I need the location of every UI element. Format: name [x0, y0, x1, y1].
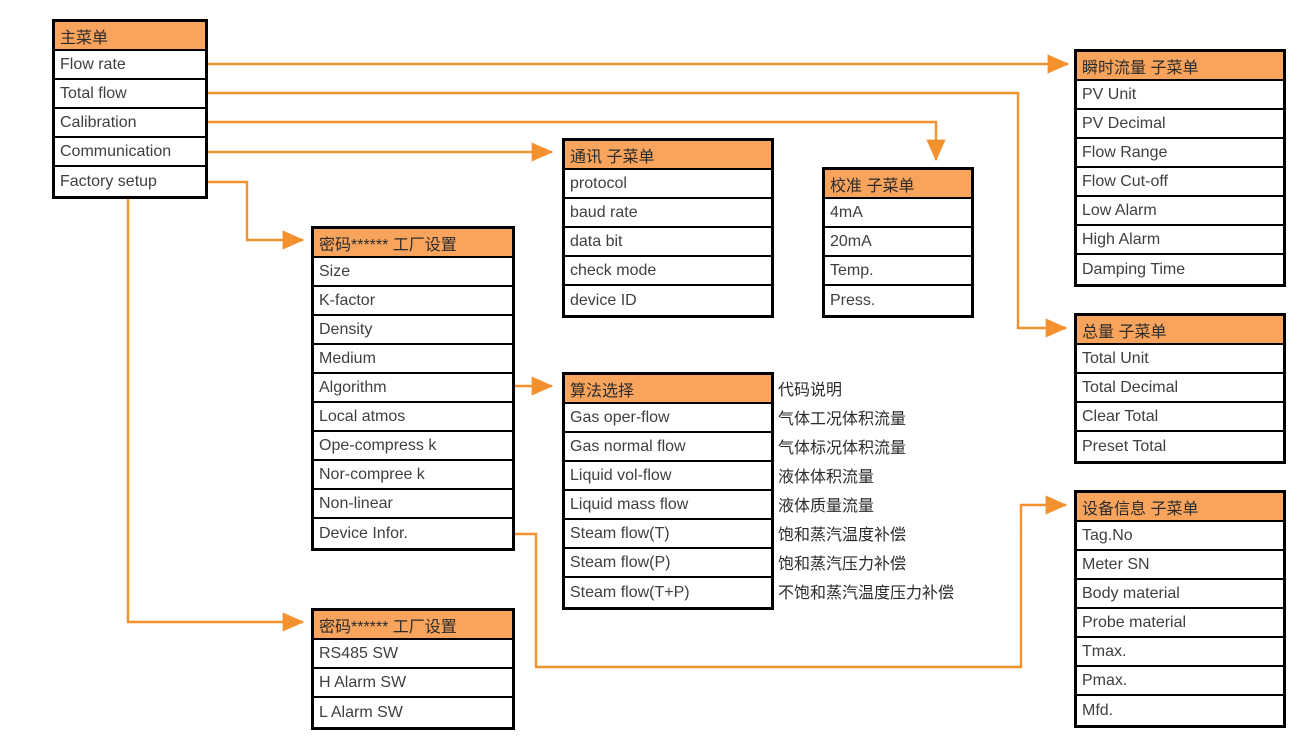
- factory-setup-1-item-local-atmos[interactable]: Local atmos: [314, 403, 512, 432]
- code-description-item-liquid-mass-flow: 液体质量流量: [778, 497, 875, 515]
- total-flow-submenu-header: 总量 子菜单: [1077, 316, 1283, 345]
- factory-setup-2-item-l-alarm-sw[interactable]: L Alarm SW: [314, 698, 512, 727]
- factory-setup-2-item-rs485-sw[interactable]: RS485 SW: [314, 640, 512, 669]
- main-menu-item-total-flow[interactable]: Total flow: [55, 80, 205, 109]
- factory-setup-1-item-non-linear[interactable]: Non-linear: [314, 490, 512, 519]
- factory-setup-2-item-h-alarm-sw[interactable]: H Alarm SW: [314, 669, 512, 698]
- box-algorithm-submenu: 算法选择 Gas oper-flow Gas normal flow Liqui…: [562, 372, 774, 610]
- box-total-flow-submenu: 总量 子菜单 Total Unit Total Decimal Clear To…: [1074, 313, 1286, 464]
- flow-rate-item-pv-unit[interactable]: PV Unit: [1077, 81, 1283, 110]
- factory-setup-1-item-size[interactable]: Size: [314, 258, 512, 287]
- box-flow-rate-submenu: 瞬时流量 子菜单 PV Unit PV Decimal Flow Range F…: [1074, 49, 1286, 287]
- flow-rate-item-high-alarm[interactable]: High Alarm: [1077, 226, 1283, 255]
- algorithm-item-liquid-vol-flow[interactable]: Liquid vol-flow: [565, 462, 771, 491]
- device-info-item-tag-no[interactable]: Tag.No: [1077, 522, 1283, 551]
- total-flow-item-preset-total[interactable]: Preset Total: [1077, 432, 1283, 461]
- calibration-submenu-header: 校准 子菜单: [825, 170, 971, 199]
- code-description-item-gas-oper-flow: 气体工况体积流量: [778, 410, 907, 428]
- algorithm-item-gas-oper-flow[interactable]: Gas oper-flow: [565, 404, 771, 433]
- main-menu-item-factory-setup[interactable]: Factory setup: [55, 167, 205, 196]
- device-info-item-body-material[interactable]: Body material: [1077, 580, 1283, 609]
- factory-setup-1-header: 密码****** 工厂设置: [314, 229, 512, 258]
- device-info-item-pmax[interactable]: Pmax.: [1077, 667, 1283, 696]
- code-description-item-steam-flow-t: 饱和蒸汽温度补偿: [778, 526, 907, 544]
- flow-rate-item-low-alarm[interactable]: Low Alarm: [1077, 197, 1283, 226]
- main-menu-item-flow-rate[interactable]: Flow rate: [55, 51, 205, 80]
- flow-rate-item-flow-range[interactable]: Flow Range: [1077, 139, 1283, 168]
- factory-setup-1-item-medium[interactable]: Medium: [314, 345, 512, 374]
- calibration-item-20ma[interactable]: 20mA: [825, 228, 971, 257]
- algorithm-item-liquid-mass-flow[interactable]: Liquid mass flow: [565, 491, 771, 520]
- flow-rate-item-damping-time[interactable]: Damping Time: [1077, 255, 1283, 284]
- factory-setup-1-item-device-infor[interactable]: Device Infor.: [314, 519, 512, 548]
- factory-setup-2-header: 密码****** 工厂设置: [314, 611, 512, 640]
- box-main-menu: 主菜单 Flow rate Total flow Calibration Com…: [52, 19, 208, 199]
- algorithm-item-steam-flow-p[interactable]: Steam flow(P): [565, 549, 771, 578]
- code-description-header: 代码说明: [778, 381, 843, 399]
- factory-setup-1-item-ope-compress-k[interactable]: Ope-compress k: [314, 432, 512, 461]
- main-menu-header: 主菜单: [55, 22, 205, 51]
- communication-item-protocol[interactable]: protocol: [565, 170, 771, 199]
- box-calibration-submenu: 校准 子菜单 4mA 20mA Temp. Press.: [822, 167, 974, 318]
- device-info-submenu-header: 设备信息 子菜单: [1077, 493, 1283, 522]
- communication-item-device-id[interactable]: device ID: [565, 286, 771, 315]
- code-description-item-liquid-vol-flow: 液体体积流量: [778, 468, 875, 486]
- connector-factory-setup-bottom: [126, 196, 305, 632]
- code-description-item-steam-flow-tp: 不饱和蒸汽温度压力补偿: [778, 584, 955, 602]
- code-description-item-gas-normal-flow: 气体标况体积流量: [778, 439, 907, 457]
- main-menu-item-communication[interactable]: Communication: [55, 138, 205, 167]
- box-factory-setup-1: 密码****** 工厂设置 Size K-factor Density Medi…: [311, 226, 515, 551]
- communication-item-baud-rate[interactable]: baud rate: [565, 199, 771, 228]
- device-info-item-tmax[interactable]: Tmax.: [1077, 638, 1283, 667]
- code-description-list: 代码说明 气体工况体积流量 气体标况体积流量 液体体积流量 液体质量流量 饱和蒸…: [778, 373, 1078, 605]
- algorithm-item-steam-flow-t[interactable]: Steam flow(T): [565, 520, 771, 549]
- code-description-item-steam-flow-p: 饱和蒸汽压力补偿: [778, 555, 907, 573]
- calibration-item-4ma[interactable]: 4mA: [825, 199, 971, 228]
- connector-factory-setup-top: [200, 180, 305, 250]
- factory-setup-1-item-density[interactable]: Density: [314, 316, 512, 345]
- factory-setup-1-item-algorithm[interactable]: Algorithm: [314, 374, 512, 403]
- algorithm-submenu-header: 算法选择: [565, 375, 771, 404]
- calibration-item-temp[interactable]: Temp.: [825, 257, 971, 286]
- communication-submenu-header: 通讯 子菜单: [565, 141, 771, 170]
- algorithm-item-gas-normal-flow[interactable]: Gas normal flow: [565, 433, 771, 462]
- algorithm-item-steam-flow-tp[interactable]: Steam flow(T+P): [565, 578, 771, 607]
- calibration-item-press[interactable]: Press.: [825, 286, 971, 315]
- box-device-info-submenu: 设备信息 子菜单 Tag.No Meter SN Body material P…: [1074, 490, 1286, 728]
- factory-setup-1-item-nor-compree-k[interactable]: Nor-compree k: [314, 461, 512, 490]
- communication-item-check-mode[interactable]: check mode: [565, 257, 771, 286]
- total-flow-item-clear-total[interactable]: Clear Total: [1077, 403, 1283, 432]
- device-info-item-mfd[interactable]: Mfd.: [1077, 696, 1283, 725]
- box-communication-submenu: 通讯 子菜单 protocol baud rate data bit check…: [562, 138, 774, 318]
- flow-rate-item-pv-decimal[interactable]: PV Decimal: [1077, 110, 1283, 139]
- device-info-item-meter-sn[interactable]: Meter SN: [1077, 551, 1283, 580]
- factory-setup-1-item-k-factor[interactable]: K-factor: [314, 287, 512, 316]
- flow-rate-item-flow-cut-off[interactable]: Flow Cut-off: [1077, 168, 1283, 197]
- communication-item-data-bit[interactable]: data bit: [565, 228, 771, 257]
- box-factory-setup-2: 密码****** 工厂设置 RS485 SW H Alarm SW L Alar…: [311, 608, 515, 730]
- device-info-item-probe-material[interactable]: Probe material: [1077, 609, 1283, 638]
- flow-rate-submenu-header: 瞬时流量 子菜单: [1077, 52, 1283, 81]
- main-menu-item-calibration[interactable]: Calibration: [55, 109, 205, 138]
- total-flow-item-total-decimal[interactable]: Total Decimal: [1077, 374, 1283, 403]
- total-flow-item-total-unit[interactable]: Total Unit: [1077, 345, 1283, 374]
